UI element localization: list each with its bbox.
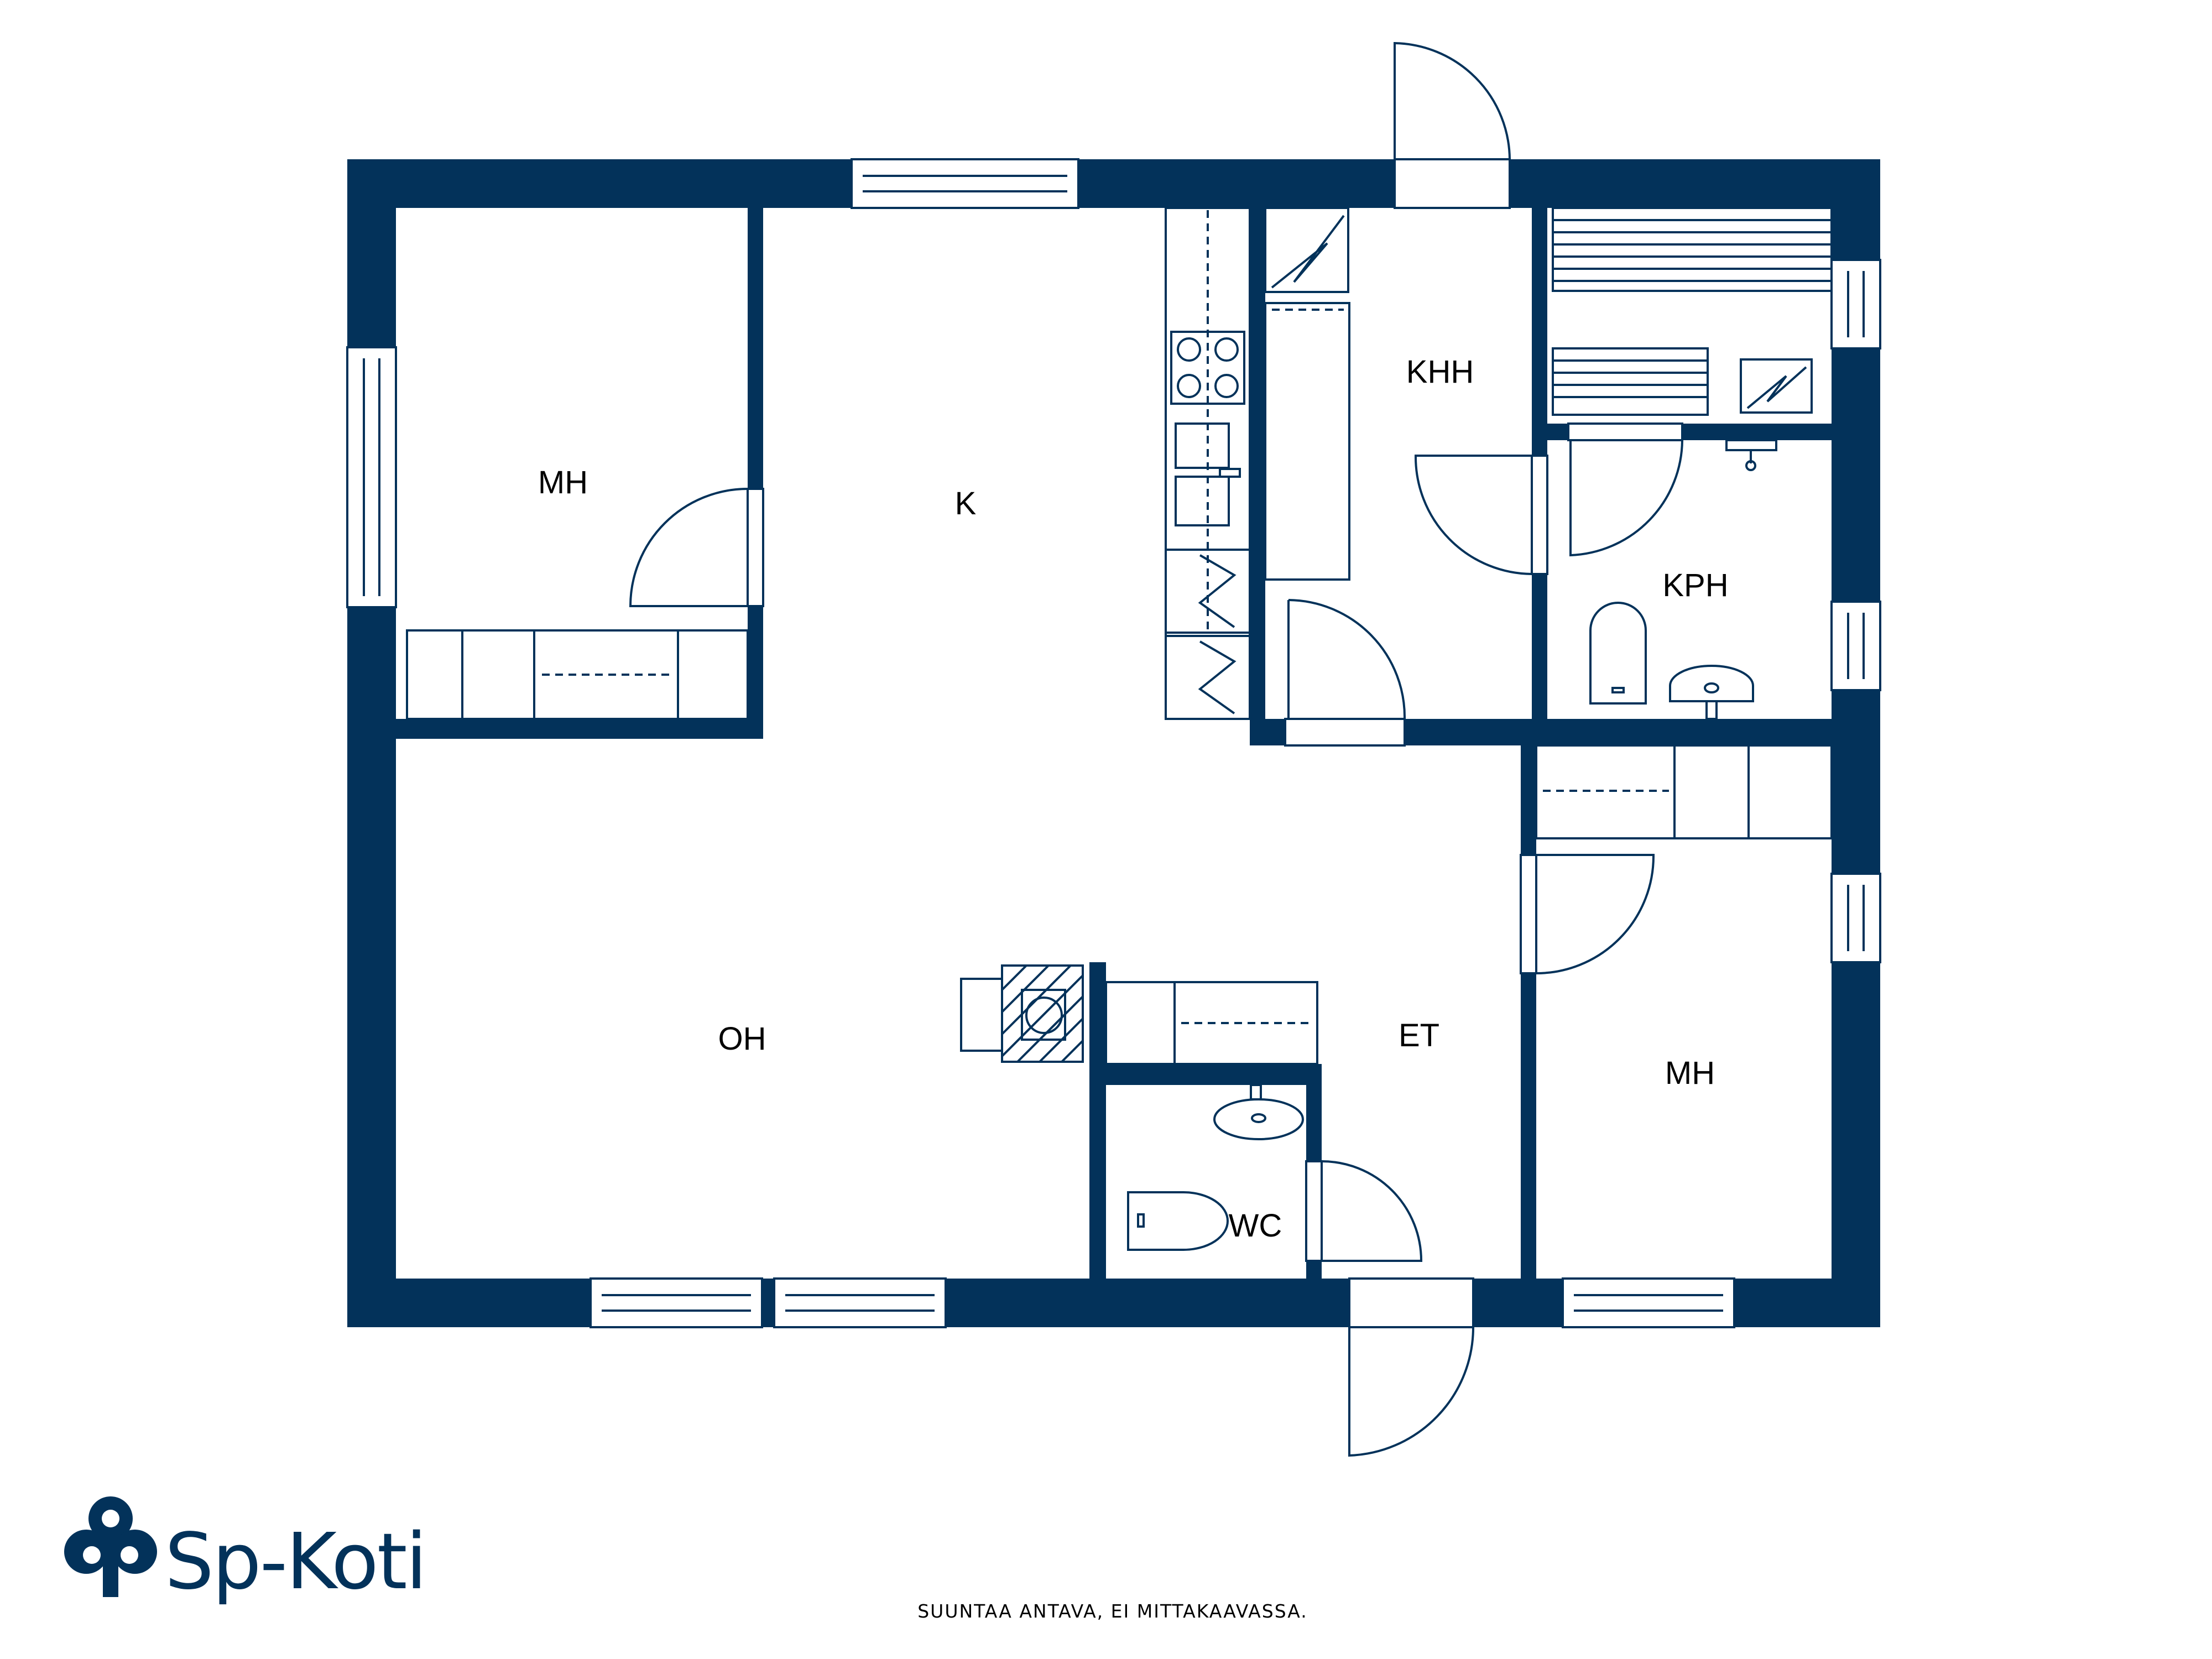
fireplace-hatch bbox=[1001, 964, 1084, 1063]
sp-koti-logo: Sp-Koti bbox=[64, 1496, 427, 1607]
room-label-k: K bbox=[955, 486, 977, 521]
windows bbox=[346, 158, 1881, 1328]
room-label-khh: KHH bbox=[1406, 354, 1474, 390]
room-label-et: ET bbox=[1399, 1018, 1439, 1053]
door-swings bbox=[629, 41, 1683, 1457]
interior-walls bbox=[396, 208, 1832, 1279]
room-labels: MH K KHH KPH OH ET WC MH bbox=[538, 354, 1729, 1244]
fixtures bbox=[406, 207, 1833, 1251]
sauna-bench-slats bbox=[1553, 219, 1832, 282]
scale-disclaimer: SUUNTAA ANTAVA, EI MITTAKAAVASSA. bbox=[917, 1600, 1308, 1622]
sauna-bench-lower-slats bbox=[1553, 359, 1708, 398]
room-label-mh-right: MH bbox=[1665, 1055, 1715, 1091]
logo-text: Sp-Koti bbox=[165, 1517, 426, 1607]
room-label-kph: KPH bbox=[1662, 567, 1728, 603]
room-label-oh: OH bbox=[718, 1021, 766, 1057]
room-label-mh-left: MH bbox=[538, 465, 588, 500]
oak-tree-icon bbox=[64, 1496, 157, 1597]
room-label-wc: WC bbox=[1229, 1208, 1282, 1244]
